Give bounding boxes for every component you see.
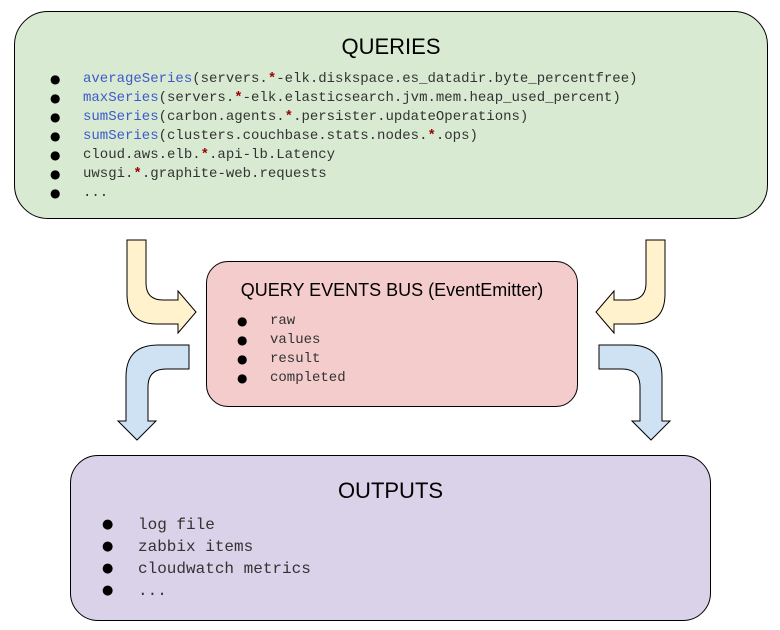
query-function-name: sumSeries [83, 109, 159, 125]
bullet-icon: ● [50, 110, 61, 124]
wildcard-marker: * [267, 71, 277, 87]
bullet-icon: ● [102, 583, 114, 598]
bullet-icon: ● [50, 186, 61, 200]
query-item: ● maxSeries(servers.*-elk.elasticsearch.j… [50, 89, 638, 108]
query-item: ● uwsgi.*.graphite-web.requests [50, 165, 638, 184]
query-text: (servers. [192, 71, 268, 87]
outputs-list: ● log file ● zabbix items ● cloudwatch metric… [102, 514, 311, 602]
bullet-icon: ● [50, 167, 61, 181]
output-label: ... [138, 582, 167, 600]
queries-panel: QUERIES ●averageSeries(servers.*-elk.dis… [14, 11, 768, 219]
queries-title: QUERIES [341, 34, 441, 59]
query-item: ●... [50, 184, 638, 203]
bullet-icon: ● [237, 333, 248, 347]
outputs-panel: OUTPUTS ● log file ● zabbix items ● cloudwatc… [70, 455, 711, 621]
bullet-icon: ● [50, 91, 61, 105]
query-text: .graphite-web.requests [141, 166, 327, 182]
bullet-icon: ● [102, 517, 114, 532]
bus-event-label: completed [270, 370, 346, 386]
left-output-arrow [116, 344, 190, 441]
output-label: cloudwatch metrics [138, 560, 311, 578]
output-label: zabbix items [138, 538, 254, 556]
right-output-arrow [598, 344, 672, 441]
wildcard-marker: * [234, 90, 243, 106]
bullet-icon: ● [237, 371, 248, 385]
query-text: (carbon.agents. [158, 109, 285, 125]
bullet-icon: ● [50, 148, 61, 162]
query-text: uwsgi. [83, 166, 134, 182]
bullet-icon: ● [50, 129, 61, 143]
wildcard-marker: * [427, 128, 436, 144]
wildcard-marker: * [133, 166, 142, 182]
output-item: ● log file [102, 514, 311, 536]
bullet-icon: ● [50, 72, 61, 86]
query-text: cloud.aws.elb. [83, 147, 201, 163]
query-text: (clusters.couchbase.stats.nodes. [158, 128, 428, 144]
output-item: ● zabbix items [102, 536, 311, 558]
outputs-title: OUTPUTS [337, 478, 444, 503]
queries-list: ●averageSeries(servers.*-elk.diskspace.e… [50, 70, 638, 203]
query-item: ● averageSeries(servers.*-elk.diskspace.e… [50, 70, 638, 89]
output-item: ●... [102, 580, 311, 602]
query-text: .ops) [435, 128, 478, 144]
query-text: ... [83, 185, 109, 201]
bus-event-item: ● values [237, 331, 346, 350]
query-text: -elk.diskspace.es_datadir.byte_percentfr… [276, 71, 638, 87]
right-input-arrow [595, 239, 666, 335]
bullet-icon: ● [237, 314, 248, 328]
query-text: .persister.updateOperations) [293, 109, 529, 125]
wildcard-marker: * [200, 147, 210, 163]
bus-event-item: ● result [237, 350, 346, 369]
bus-event-label: values [270, 332, 321, 348]
query-item: ● sumSeries(carbon.agents.*.persister.upd… [50, 108, 638, 127]
bullet-icon: ● [102, 539, 114, 554]
bus-event-item: ● completed [237, 369, 346, 388]
output-item: ● cloudwatch metrics [102, 558, 311, 580]
bullet-icon: ● [237, 352, 248, 366]
query-function-name: sumSeries [83, 128, 159, 144]
query-function-name: maxSeries [83, 90, 159, 106]
bus-event-label: result [270, 351, 321, 367]
left-input-arrow [126, 239, 197, 335]
query-events-bus-panel: QUERY EVENTS BUS (EventEmitter) ● raw ● val… [206, 261, 578, 407]
query-text: .api-lb.Latency [209, 147, 336, 163]
query-text: (servers. [158, 90, 235, 106]
query-text: -elk.elasticsearch.jvm.mem.heap_used_per… [242, 90, 621, 106]
bus-title: QUERY EVENTS BUS (EventEmitter) [240, 280, 544, 300]
query-item: ● cloud.aws.elb.*.api-lb.Latency [50, 146, 638, 165]
bus-events-list: ● raw ● values ● result ● completed [237, 312, 346, 388]
wildcard-marker: * [284, 109, 294, 125]
output-label: log file [138, 516, 215, 534]
bus-event-item: ● raw [237, 312, 346, 331]
bullet-icon: ● [102, 561, 114, 576]
query-item: ● sumSeries(clusters.couchbase.stats.node… [50, 127, 638, 146]
bus-event-label: raw [270, 313, 296, 329]
query-function-name: averageSeries [83, 71, 193, 87]
